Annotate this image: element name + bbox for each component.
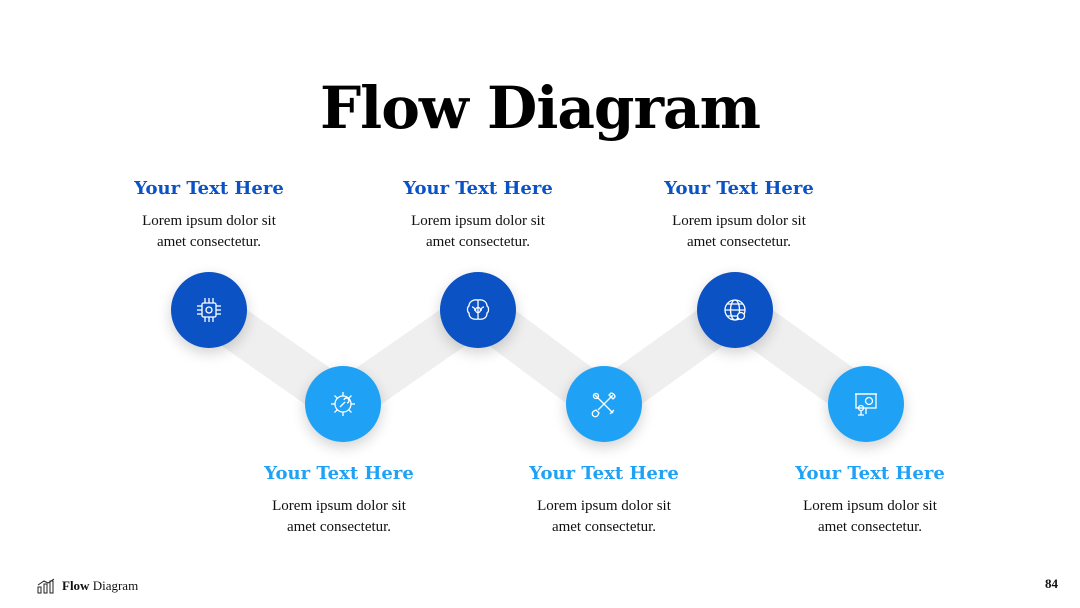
step-4-heading: Your Text Here [529,463,679,484]
footer-title: Flow Diagram [62,578,139,593]
step-5-label: Your Text Here Lorem ipsum dolor sit ame… [629,177,849,253]
globe-gear-icon [724,299,746,321]
bar-chart-icon [37,578,55,594]
tools-icon [591,392,616,418]
step-2-label: Your Text Here Lorem ipsum dolor sit ame… [229,462,449,538]
step-6-node [828,366,904,442]
step-6-label: Your Text Here Lorem ipsum dolor sit ame… [760,462,980,538]
page-number: 84 [1045,576,1058,591]
step-4-node [566,366,642,442]
step-2-body: Lorem ipsum dolor sit amet consectetur. [272,498,406,535]
brain-icon [466,299,490,320]
step-6-body: Lorem ipsum dolor sit amet consectetur. [803,498,937,535]
step-2-node [305,366,381,442]
step-4-label: Your Text Here Lorem ipsum dolor sit ame… [494,462,714,538]
step-3-body: Lorem ipsum dolor sit amet consectetur. [411,213,545,250]
page-title: Flow Diagram [320,74,761,142]
step-3-label: Your Text Here Lorem ipsum dolor sit ame… [368,177,588,253]
presentation-gear-icon [855,393,877,416]
step-6-heading: Your Text Here [795,463,945,484]
chip-icon [197,298,221,322]
step-3-node [440,272,516,348]
step-1-heading: Your Text Here [134,178,284,199]
step-1-body: Lorem ipsum dolor sit amet consectetur. [142,213,276,250]
step-1-label: Your Text Here Lorem ipsum dolor sit ame… [99,177,319,253]
footer: Flow Diagram [36,576,138,596]
step-3-heading: Your Text Here [403,178,553,199]
step-5-node [697,272,773,348]
step-2-heading: Your Text Here [264,463,414,484]
step-5-body: Lorem ipsum dolor sit amet consectetur. [672,213,806,250]
step-1-node [171,272,247,348]
gear-wrench-icon [331,392,355,416]
step-5-heading: Your Text Here [664,178,814,199]
step-4-body: Lorem ipsum dolor sit amet consectetur. [537,498,671,535]
